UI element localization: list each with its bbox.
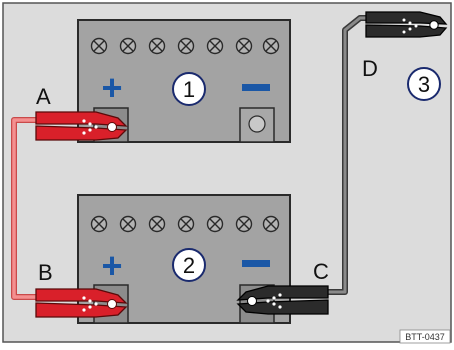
battery-2-vent-caps: [90, 215, 280, 233]
clamp-a-pivot-icon: [107, 122, 117, 132]
vent-cap-icon: [235, 215, 253, 233]
vent-cap-icon: [206, 37, 224, 55]
item-number-3: 3: [418, 72, 430, 97]
clamp-c-pivot-icon: [247, 296, 257, 306]
label-d: D: [362, 56, 378, 81]
label-c: C: [313, 259, 329, 284]
figure-code: BTT-0437: [405, 332, 445, 342]
clamp-a-red: [35, 111, 128, 141]
vent-cap-icon: [235, 37, 253, 55]
label-a: A: [36, 84, 51, 109]
clamp-d-jaw-top: [365, 11, 448, 25]
vent-cap-icon: [90, 215, 108, 233]
battery-number-badge-2: [172, 248, 206, 282]
terminal-bolt-icon: [248, 115, 266, 133]
battery-2-minus-sign: [242, 260, 270, 267]
figure-code-box: [399, 329, 451, 344]
clamp-b-red: [35, 288, 128, 318]
battery-number-badge-1: [172, 72, 206, 106]
battery-1-vent-caps: [90, 37, 280, 55]
vent-cap-icon: [206, 215, 224, 233]
black-jumper-cable-highlight: [320, 16, 372, 294]
clamp-b-grip-dots: [82, 296, 98, 312]
vent-cap-icon: [119, 215, 137, 233]
clamp-d-pivot-icon: [429, 20, 439, 30]
vent-cap-icon: [262, 215, 280, 233]
vent-cap-icon: [148, 215, 166, 233]
item-number-badge-3: [407, 67, 441, 101]
clamp-d-black: [365, 11, 448, 38]
clamp-b-jaw-top: [35, 288, 128, 304]
vent-cap-icon: [177, 215, 195, 233]
battery-1-plus-sign: +: [101, 67, 122, 108]
vent-cap-icon: [90, 37, 108, 55]
clamp-c-jaw-top: [236, 285, 329, 301]
clamp-c-black: [236, 285, 329, 315]
vent-cap-icon: [262, 37, 280, 55]
clamp-d-grip-dots: [402, 18, 418, 34]
vent-cap-icon: [119, 37, 137, 55]
label-b: B: [38, 260, 53, 285]
clamp-a-jaw-top: [35, 111, 128, 127]
clamp-c-grip-dots: [266, 293, 282, 309]
vent-cap-icon: [177, 37, 195, 55]
vent-cap-icon: [148, 37, 166, 55]
red-jumper-cable-highlight: [12, 118, 44, 299]
clamp-a-grip-dots: [82, 119, 98, 135]
clamp-b-pivot-icon: [107, 299, 117, 309]
battery-2-plus-sign: +: [101, 245, 122, 286]
battery-number-1: 1: [183, 77, 195, 102]
clamp-d-jaw-bottom: [365, 24, 448, 38]
battery-1-minus-sign: [242, 84, 270, 91]
battery-number-2: 2: [183, 253, 195, 278]
